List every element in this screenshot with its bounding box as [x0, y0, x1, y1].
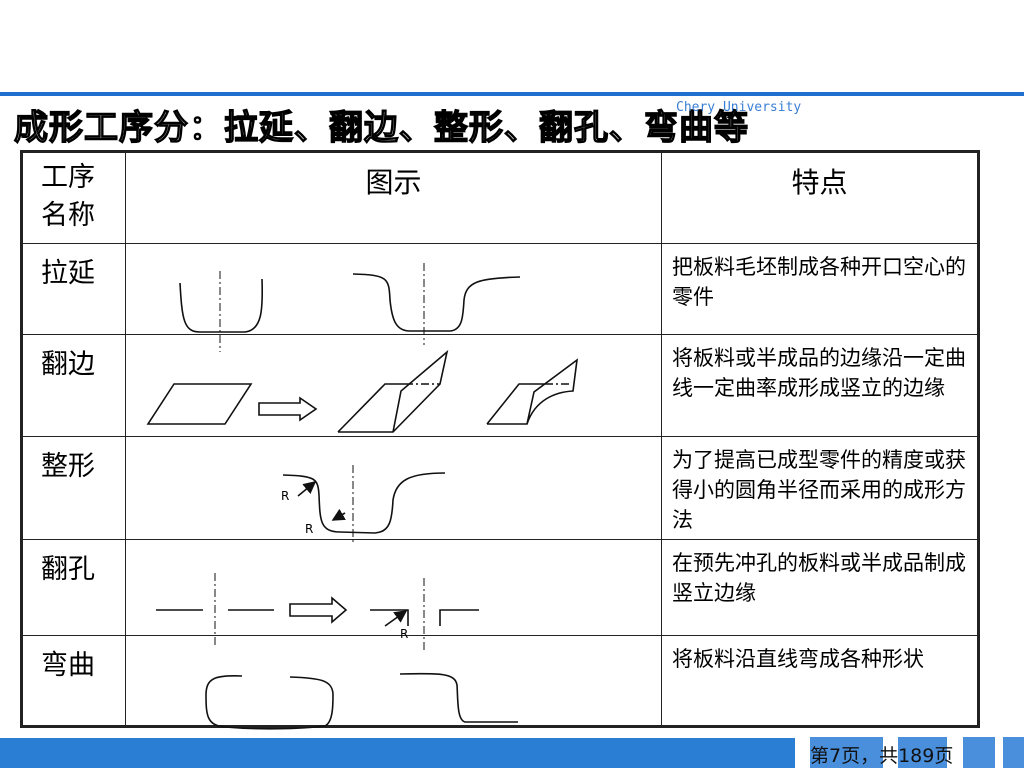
table-row: 弯曲 将板料沿直线弯成各种形状	[21, 635, 979, 727]
table-header-row: 工序名称 图示 特点	[21, 151, 979, 244]
radius-label: R	[305, 522, 314, 536]
process-feature: 把板料毛坯制成各种开口空心的零件	[661, 243, 979, 335]
footer-bar	[0, 738, 795, 768]
slide-title: 成形工序分：拉延、翻边、整形、翻孔、弯曲等	[13, 107, 749, 148]
header-rule	[0, 92, 1024, 96]
table-row: 翻边 将板料或半成品的边缘沿一定曲线一定曲率成形成竖立的边缘	[21, 334, 979, 437]
page-indicator: 第7页，共189页	[810, 745, 954, 767]
process-figure	[125, 334, 662, 437]
footer-block	[898, 737, 947, 768]
process-feature: 将板料沿直线弯成各种形状	[661, 635, 979, 727]
header-feature: 特点	[661, 151, 979, 244]
process-figure	[125, 539, 662, 636]
radius-label: R	[400, 627, 409, 641]
process-feature: 将板料或半成品的边缘沿一定曲线一定曲率成形成竖立的边缘	[661, 334, 979, 437]
header-figure: 图示	[125, 151, 662, 244]
process-table: 工序名称 图示 特点 拉延 把板料毛坯制成各种开口空心的零件 翻边 将板料或半成…	[20, 150, 980, 728]
table-row: 翻孔 在预先冲孔的板料或半成品制成竖立边缘	[21, 539, 979, 636]
process-figure	[125, 243, 662, 335]
process-name: 翻边	[21, 334, 126, 437]
table-row: 拉延 把板料毛坯制成各种开口空心的零件	[21, 243, 979, 335]
process-name: 整形	[21, 436, 126, 540]
process-figure	[125, 436, 662, 540]
footer-block	[963, 737, 995, 768]
process-feature: 在预先冲孔的板料或半成品制成竖立边缘	[661, 539, 979, 636]
process-name: 拉延	[21, 243, 126, 335]
radius-label: R	[281, 489, 290, 503]
process-figure	[125, 635, 662, 727]
process-name: 翻孔	[21, 539, 126, 636]
footer-block	[1003, 737, 1024, 768]
footer-block	[810, 737, 883, 768]
header-name: 工序名称	[21, 151, 126, 244]
process-feature: 为了提高已成型零件的精度或获得小的圆角半径而采用的成形方法	[661, 436, 979, 540]
table-row: 整形 为了提高已成型零件的精度或获得小的圆角半径而采用的成形方法	[21, 436, 979, 540]
watermark: Chery University	[676, 100, 802, 115]
process-name: 弯曲	[21, 635, 126, 727]
